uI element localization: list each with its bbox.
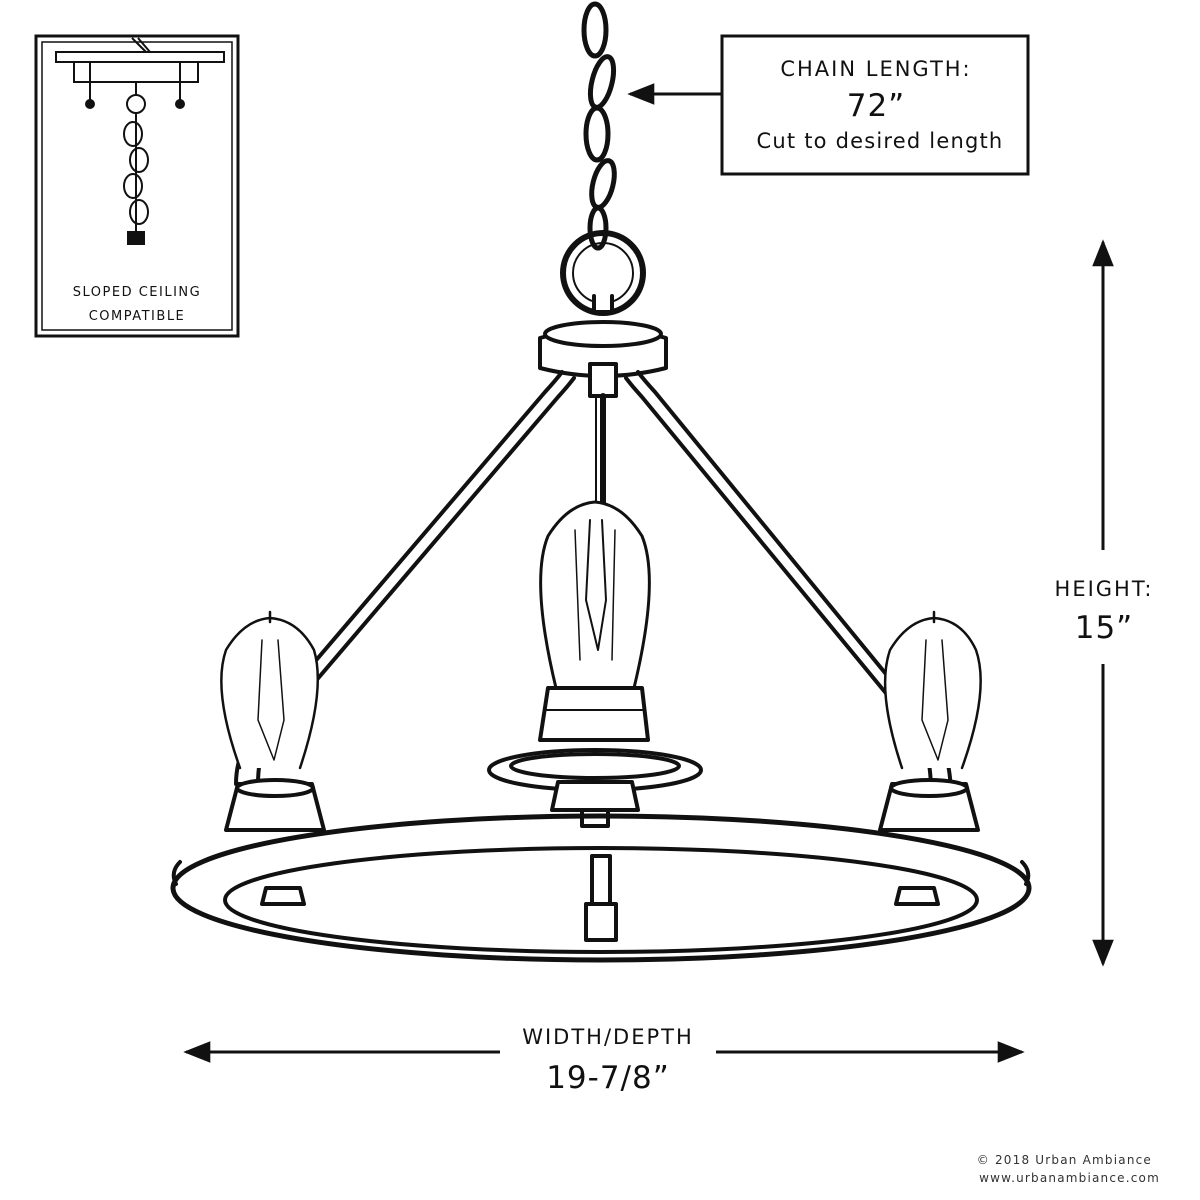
center-bulb-icon	[539, 500, 651, 690]
height-dimension: HEIGHT: 15”	[1055, 239, 1154, 967]
chain-length-note: Cut to desired length	[757, 129, 1004, 153]
width-value: 19-7/8”	[546, 1060, 670, 1096]
chain-icon	[581, 1, 617, 251]
right-socket	[878, 778, 980, 832]
copyright-text: © 2018 Urban Ambiance	[977, 1153, 1152, 1167]
sloped-canopy-icon	[55, 37, 225, 245]
website-text: www.urbanambiance.com	[979, 1171, 1160, 1185]
right-bulb-icon	[883, 610, 982, 770]
chandelier-drawing	[170, 1, 1032, 963]
chain-length-label: CHAIN LENGTH:	[780, 57, 971, 81]
sloped-ceiling-line1: SLOPED CEILING	[73, 285, 201, 300]
chain-length-callout: CHAIN LENGTH: 72” Cut to desired length	[627, 34, 1030, 176]
left-socket	[224, 778, 326, 832]
center-socket	[487, 686, 703, 828]
chain-length-box	[720, 34, 1030, 176]
wheel-ring	[170, 813, 1032, 963]
left-bulb-icon	[220, 610, 320, 770]
top-hub	[538, 320, 668, 508]
footer: © 2018 Urban Ambiance www.urbanambiance.…	[977, 1153, 1160, 1185]
ring-spokes	[260, 854, 940, 942]
width-dimension: WIDTH/DEPTH 19-7/8”	[183, 1025, 1025, 1096]
sloped-ceiling-inset: SLOPED CEILING COMPATIBLE	[34, 34, 240, 338]
width-label: WIDTH/DEPTH	[522, 1025, 694, 1049]
height-value: 15”	[1075, 610, 1134, 646]
chain-length-value: 72”	[847, 88, 906, 124]
height-label: HEIGHT:	[1055, 577, 1154, 601]
sloped-ceiling-line2: COMPATIBLE	[89, 309, 186, 324]
